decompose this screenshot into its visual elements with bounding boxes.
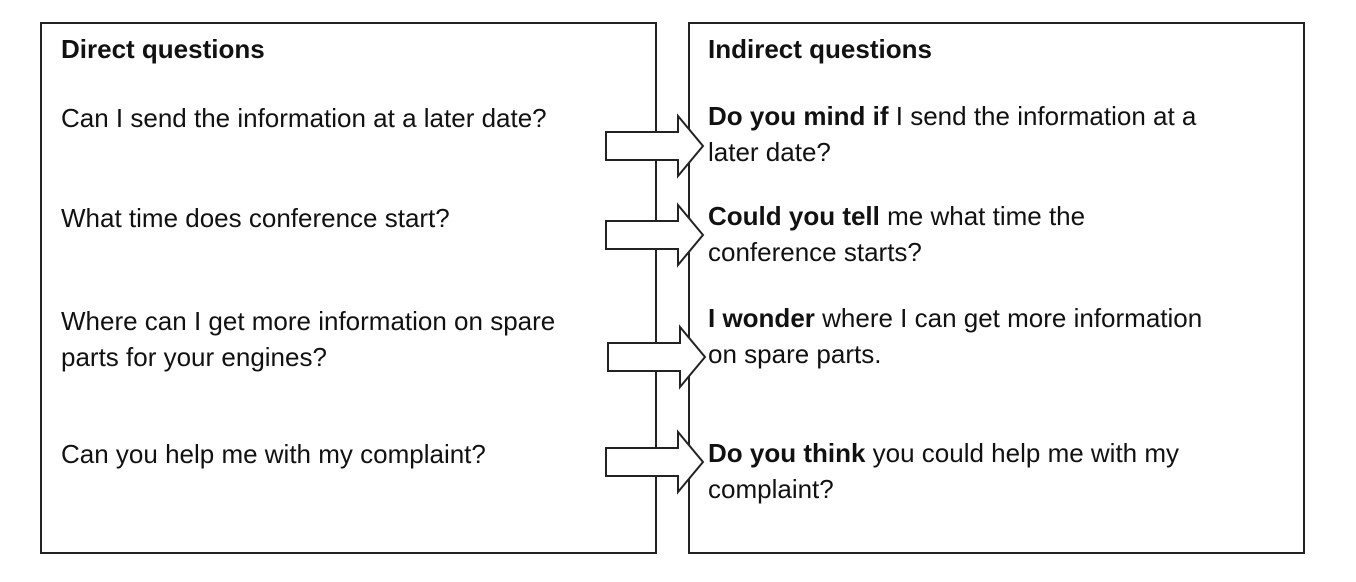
direct-question-3: Where can I get more information on spar… [61,303,555,375]
direct-question-3-line-2: parts for your engines? [61,342,327,372]
direct-question-1-text: Can I send the information at a later da… [61,103,547,133]
right-arrow-icon [607,324,707,390]
direct-questions-heading: Direct questions [61,34,265,64]
indirect-questions-panel [688,22,1305,554]
right-arrow-icon [605,429,705,495]
indirect-question-4-line-1: you could help me with my [865,438,1180,468]
indirect-question-2: Could you tell me what time the conferen… [708,198,1085,270]
direct-question-4: Can you help me with my complaint? [61,436,486,472]
indirect-question-1-line-1: I send the information at a [888,101,1197,131]
indirect-question-1-phrase: Do you mind if [708,101,889,131]
indirect-question-1-line-2: later date? [708,137,831,167]
indirect-question-4-phrase: Do you think [708,438,866,468]
direct-question-1: Can I send the information at a later da… [61,100,547,136]
right-arrow-icon [605,202,705,268]
indirect-question-2-line-1: me what time the [879,201,1086,231]
direct-question-4-text: Can you help me with my complaint? [61,439,486,469]
direct-question-2-text: What time does conference start? [61,203,450,233]
indirect-question-4-line-2: complaint? [708,474,834,504]
indirect-question-4: Do you think you could help me with my c… [708,435,1179,507]
indirect-question-2-line-2: conference starts? [708,237,922,267]
direct-questions-panel [40,22,657,554]
indirect-question-3-line-2: on spare parts. [708,339,882,369]
indirect-question-1: Do you mind if I send the information at… [708,98,1196,170]
indirect-question-3-line-1: where I can get more information [814,303,1203,333]
indirect-question-3-phrase: I wonder [708,303,815,333]
direct-question-3-line-1: Where can I get more information on spar… [61,306,556,336]
indirect-question-3: I wonder where I can get more informatio… [708,300,1202,372]
indirect-question-2-phrase: Could you tell [708,201,880,231]
direct-question-2: What time does conference start? [61,200,450,236]
indirect-questions-heading: Indirect questions [708,34,932,64]
right-arrow-icon [605,113,705,179]
